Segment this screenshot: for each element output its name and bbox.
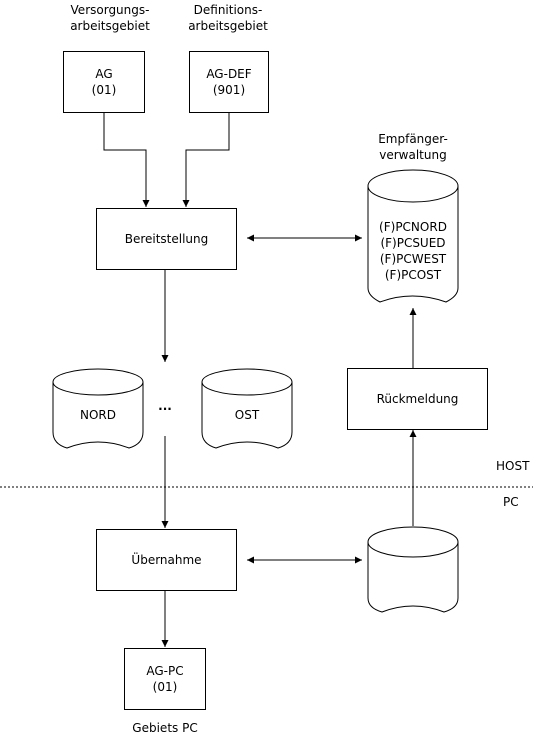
rueckmeldung-box: Rückmeldung [347, 368, 488, 430]
nord-cylinder [52, 368, 144, 449]
pc-label: PC [503, 495, 519, 509]
empfaenger-cylinder [367, 169, 459, 303]
pc-cylinder [367, 526, 459, 613]
empfaenger-label: Empfänger-verwaltung [378, 132, 448, 162]
ag-box: AG(01) [63, 51, 145, 113]
uebernahme-box: Übernahme [96, 529, 237, 591]
nord-label: NORD [80, 408, 116, 422]
empfaenger-lines: (F)PCNORD (F)PCSUED (F)PCWEST (F)PCOST [379, 220, 447, 282]
ag-pc-box: AG-PC(01) [124, 648, 206, 710]
arrow-ag-to-bereitstellung [103, 112, 150, 207]
host-label: HOST [496, 459, 530, 473]
definitions-label: Definitions-arbeitsgebiet [188, 3, 268, 33]
bereitstellung-box: Bereitstellung [96, 208, 237, 270]
gebiets-pc-label: Gebiets PC [132, 721, 198, 735]
versorgungs-label: Versorgungs-arbeitsgebiet [70, 3, 150, 33]
ost-cylinder [201, 368, 293, 449]
ost-label: OST [234, 408, 260, 422]
ellipsis-label: ... [158, 399, 172, 413]
arrow-agdef-to-bereitstellung [182, 112, 230, 207]
ag-def-box: AG-DEF(901) [189, 51, 269, 113]
